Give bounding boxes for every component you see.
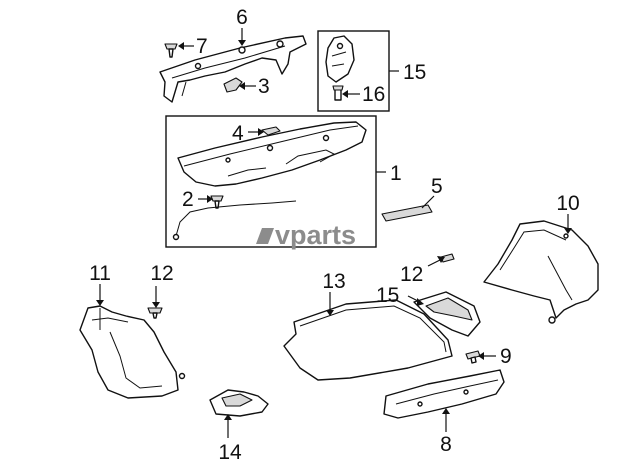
part-8-sill-plate	[383, 369, 505, 419]
callout-15: 15	[376, 284, 399, 307]
watermark: vparts	[256, 220, 356, 250]
callout-3: 3	[258, 75, 270, 98]
watermark-logo-mark	[256, 228, 274, 244]
callout-9: 9	[500, 345, 512, 368]
watermark-text: vparts	[275, 220, 356, 250]
group-box-1	[165, 115, 377, 248]
callout-13: 13	[322, 270, 345, 293]
callout-8: 8	[440, 433, 452, 456]
callout-11: 11	[89, 262, 111, 285]
callout-10: 10	[556, 192, 579, 215]
callout-12a: 12	[150, 262, 173, 285]
part-12a-clip	[147, 307, 163, 319]
part-1-package-tray	[177, 121, 367, 187]
part-4-clip	[261, 126, 281, 136]
part-7-clip	[164, 43, 178, 58]
part-13-floor-mat	[283, 299, 453, 381]
callout-2: 2	[182, 188, 194, 211]
part-2-clip-wire	[172, 195, 297, 241]
callout-16: 15	[403, 61, 426, 84]
leader-lines	[96, 28, 572, 438]
callout-numbers: 6 7 3 15 16 4 1 2 5 10 11 12 12 13 15 9 …	[89, 6, 580, 464]
callout-17: 16	[362, 83, 385, 106]
part-3-bracket	[223, 77, 243, 93]
callout-1: 1	[390, 162, 402, 185]
callout-14: 14	[218, 441, 242, 464]
part-5-strip	[381, 204, 433, 222]
callout-12b: 12	[400, 263, 423, 286]
callout-4: 4	[232, 122, 244, 145]
part-10-right-side-trim	[483, 220, 599, 324]
part-17-pin	[332, 85, 344, 101]
part-15-side-tray	[413, 291, 481, 337]
part-9-bolt	[465, 350, 481, 364]
part-11-left-side-trim	[79, 305, 186, 399]
callout-5: 5	[431, 175, 443, 198]
part-16-jack-holder	[325, 35, 355, 83]
part-6-tray-bracket	[159, 35, 307, 103]
callout-6: 6	[236, 6, 248, 29]
callout-7: 7	[196, 35, 208, 58]
part-14-bracket	[209, 389, 269, 417]
